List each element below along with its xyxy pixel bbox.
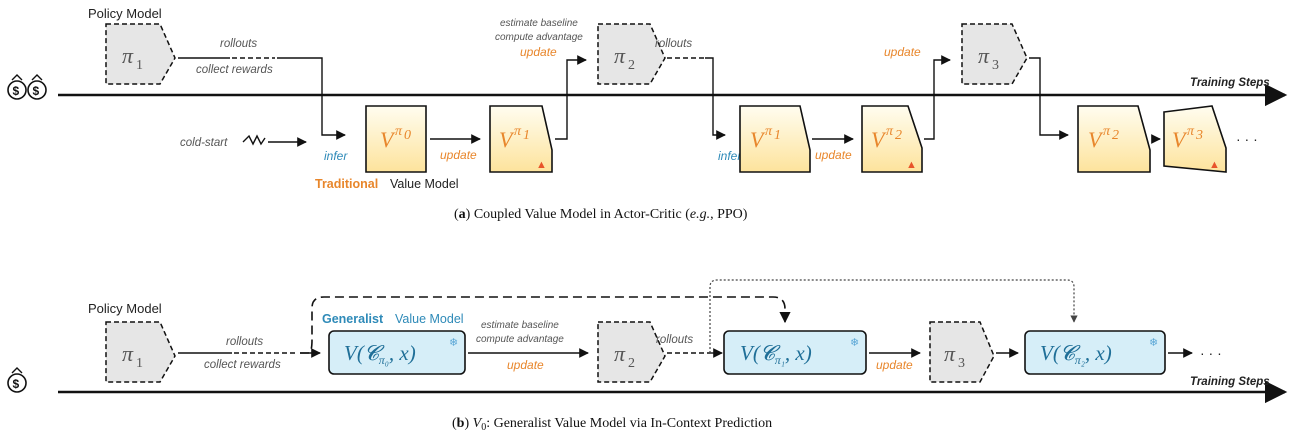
generalist-label: Generalist — [322, 312, 384, 326]
fire-icon: ▲ — [1209, 159, 1220, 171]
update-label-a3: update — [815, 148, 852, 162]
svg-text:1: 1 — [136, 356, 143, 371]
svg-text:π: π — [978, 43, 990, 68]
svg-text:π: π — [514, 124, 522, 139]
rollouts-label-b1: rollouts — [226, 336, 263, 348]
infer-label-a2: infer — [718, 149, 742, 163]
rollouts-label-a1: rollouts — [220, 38, 257, 50]
svg-text:3: 3 — [958, 356, 965, 371]
svg-text:V: V — [380, 127, 396, 152]
policy-box-pi2-b: π 2 — [597, 321, 666, 383]
policy-model-label-a: Policy Model — [88, 6, 162, 21]
value-box-v0: V π 0 — [365, 105, 427, 173]
money-bag-icon-single: $ — [7, 367, 27, 393]
value-model-label-a: Value Model — [390, 177, 459, 191]
money-bag-icon-double: $ $ — [7, 74, 47, 100]
compute-advantage-label-a: compute advantage — [495, 32, 583, 43]
generalist-value-box-0: V(𝓒π₀, x) ❄ — [328, 330, 466, 375]
value-model-label-b: Value Model — [395, 312, 464, 326]
snowflake-icon: ❄ — [850, 337, 859, 349]
caption-b: (b) V0: Generalist Value Model via In-Co… — [452, 416, 772, 433]
update-label-a1: update — [440, 148, 477, 162]
value-box-v2-trained: V π 2 ▲ — [861, 105, 923, 173]
value-box-v1: V π 1 — [739, 105, 811, 173]
fire-icon: ▲ — [906, 159, 917, 171]
caption-a: (a) Coupled Value Model in Actor-Critic … — [454, 207, 748, 222]
infer-label-a1: infer — [324, 149, 348, 163]
context-dotted-path — [709, 279, 1078, 353]
svg-text:V: V — [499, 127, 515, 152]
svg-text:2: 2 — [895, 128, 902, 143]
update-label-a2: update — [520, 45, 557, 59]
svg-text:π: π — [1103, 124, 1111, 139]
policy-box-pi3-b: π 3 — [929, 321, 995, 383]
svg-text:1: 1 — [774, 128, 781, 143]
svg-text:π: π — [1187, 124, 1195, 139]
traditional-label: Traditional — [315, 177, 378, 191]
svg-text:π: π — [122, 341, 134, 366]
ellipsis-b: · · · — [1200, 345, 1222, 361]
policy-box-pi3-a: π 3 — [961, 23, 1028, 85]
svg-text:2: 2 — [628, 356, 635, 371]
estimate-baseline-label-a: estimate baseline — [500, 18, 578, 29]
svg-text:π: π — [886, 124, 894, 139]
svg-text:π: π — [765, 124, 773, 139]
policy-box-pi1-a: π 1 — [105, 23, 176, 85]
svg-text:$: $ — [33, 84, 40, 98]
value-box-v3-trained: V π 3 ▲ — [1163, 105, 1227, 173]
ellipsis-a: · · · — [1236, 131, 1258, 147]
snowflake-icon: ❄ — [449, 337, 458, 349]
svg-text:$: $ — [13, 377, 20, 391]
svg-text:1: 1 — [523, 128, 530, 143]
compute-advantage-label-b: compute advantage — [476, 334, 564, 345]
svg-text:V: V — [871, 127, 887, 152]
svg-text:V(𝓒π₀, x): V(𝓒π₀, x) — [344, 341, 416, 367]
svg-text:V(𝓒π₂, x): V(𝓒π₂, x) — [1040, 341, 1112, 367]
panel-a: Policy Model $ $ Training Steps π 1 roll… — [7, 6, 1288, 222]
estimate-baseline-label-b: estimate baseline — [481, 320, 559, 331]
svg-text:V(𝓒π₁, x): V(𝓒π₁, x) — [740, 341, 812, 367]
svg-text:π: π — [395, 124, 403, 139]
panel-b: Policy Model $ Training Steps π 1 rollou… — [7, 279, 1288, 433]
generalist-value-box-2: V(𝓒π₂, x) ❄ — [1024, 330, 1166, 375]
policy-model-label-b: Policy Model — [88, 301, 162, 316]
svg-text:V: V — [1088, 127, 1104, 152]
policy-box-pi1-b: π 1 — [105, 321, 176, 383]
svg-text:0: 0 — [404, 128, 411, 143]
snowflake-icon: ❄ — [1149, 337, 1158, 349]
svg-text:π: π — [614, 43, 626, 68]
update-label-b2: update — [876, 358, 913, 372]
svg-text:π: π — [614, 341, 626, 366]
update-label-b1: update — [507, 358, 544, 372]
rollouts-arrow-a — [178, 57, 346, 140]
generalist-value-box-1: V(𝓒π₁, x) ❄ — [723, 330, 867, 375]
svg-text:π: π — [944, 341, 956, 366]
training-steps-label-b: Training Steps — [1190, 376, 1270, 388]
collect-rewards-label-a: collect rewards — [196, 64, 273, 76]
value-box-v1-trained: V π 1 ▲ — [489, 105, 553, 173]
collect-rewards-label-b: collect rewards — [204, 359, 281, 371]
context-dashed-path — [300, 296, 791, 354]
update-label-a4: update — [884, 45, 921, 59]
svg-text:π: π — [122, 43, 134, 68]
fire-icon: ▲ — [536, 159, 547, 171]
rollouts-label-a2: rollouts — [655, 38, 692, 50]
svg-text:2: 2 — [1112, 128, 1119, 143]
value-box-v2: V π 2 — [1077, 105, 1151, 173]
svg-text:$: $ — [13, 84, 20, 98]
rollouts-label-b2: rollouts — [656, 334, 693, 346]
cold-start-label: cold-start — [180, 137, 228, 149]
svg-text:V: V — [750, 127, 766, 152]
svg-text:2: 2 — [628, 58, 635, 73]
zigzag-icon — [242, 134, 266, 146]
svg-text:3: 3 — [992, 58, 999, 73]
svg-text:3: 3 — [1195, 128, 1203, 143]
training-steps-label-a: Training Steps — [1190, 77, 1270, 89]
svg-text:1: 1 — [136, 58, 143, 73]
svg-text:V: V — [1172, 127, 1188, 152]
policy-box-pi2-a: π 2 — [597, 23, 666, 85]
